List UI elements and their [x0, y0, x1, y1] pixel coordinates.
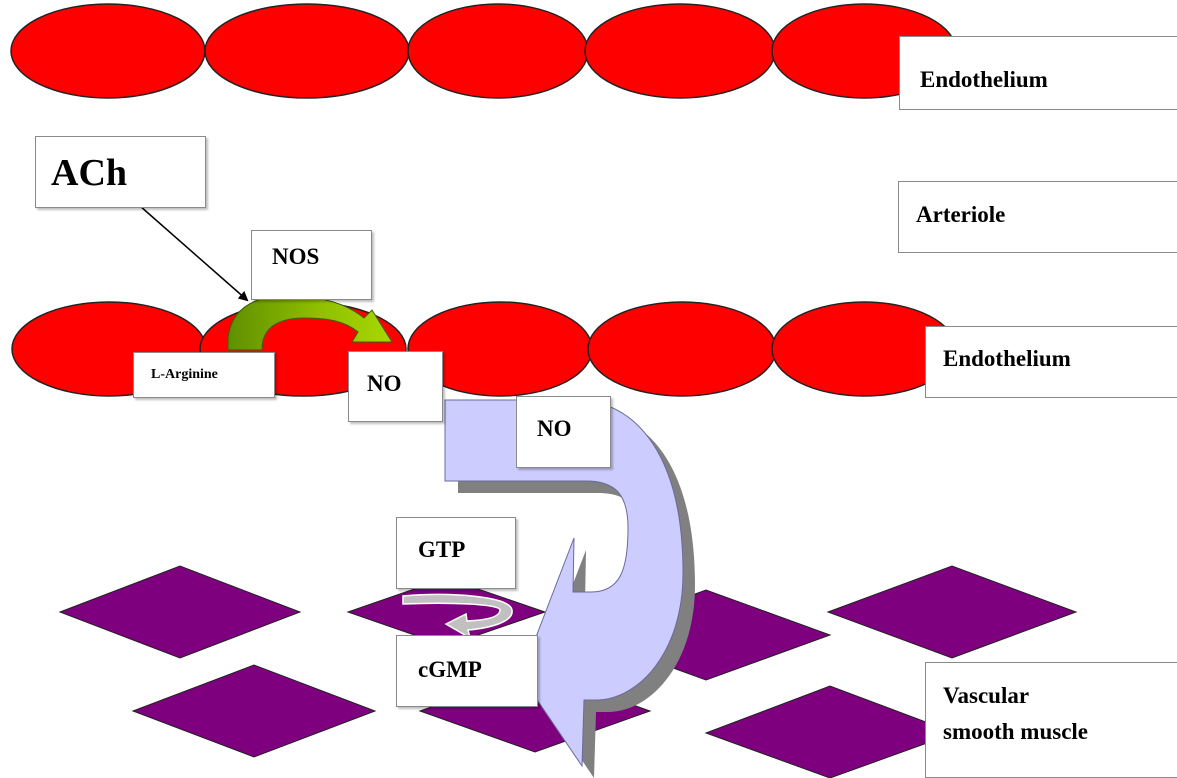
endothelium-top-cells	[10, 3, 957, 99]
gtp-cgmp-arrow	[402, 593, 513, 640]
endothelial-cell	[584, 3, 776, 99]
smooth-muscle-cells	[58, 565, 1078, 778]
smooth-muscle-cell	[131, 664, 377, 758]
label-cgmp: cGMP	[396, 635, 538, 707]
label-vascular-smooth-muscle: Vascular smooth muscle	[925, 662, 1177, 778]
label-endothelium-top-text: Endothelium	[920, 67, 1048, 92]
endothelial-cell	[204, 3, 410, 99]
label-no-small: NO	[348, 351, 443, 422]
label-ach: ACh	[35, 136, 206, 208]
label-nos-text: NOS	[272, 244, 320, 269]
no-arrow-body	[444, 399, 684, 768]
label-ach-text: ACh	[51, 152, 128, 194]
endothelial-cell	[587, 301, 777, 397]
endothelial-cell	[10, 3, 206, 99]
label-cgmp-text: cGMP	[418, 657, 482, 682]
smooth-muscle-cell	[346, 577, 547, 647]
endothelial-cell	[407, 3, 589, 99]
smooth-muscle-cell	[704, 685, 957, 778]
label-endothelium-top: Endothelium	[899, 36, 1177, 110]
label-gtp: GTP	[396, 517, 516, 589]
label-no-large-text: NO	[537, 416, 572, 441]
label-no-small-text: NO	[367, 371, 402, 396]
smooth-muscle-cell	[826, 565, 1078, 659]
label-gtp-text: GTP	[418, 537, 466, 562]
no-diffusion-arrow	[444, 399, 695, 778]
label-smooth-muscle-text: smooth muscle	[943, 719, 1089, 744]
label-arteriole: Arteriole	[898, 181, 1177, 253]
label-arteriole-text: Arteriole	[916, 202, 1006, 227]
label-vascular-text: Vascular	[943, 683, 1030, 708]
label-endothelium-bottom-text: Endothelium	[943, 346, 1071, 371]
smooth-muscle-cell	[58, 565, 302, 659]
label-nos: NOS	[251, 230, 372, 300]
ach-pointer-arrow	[139, 205, 249, 302]
label-l-arginine-text: L-Arginine	[151, 367, 218, 382]
label-l-arginine: L-Arginine	[133, 352, 275, 398]
label-no-large: NO	[516, 396, 611, 468]
label-endothelium-bottom: Endothelium	[925, 326, 1177, 398]
